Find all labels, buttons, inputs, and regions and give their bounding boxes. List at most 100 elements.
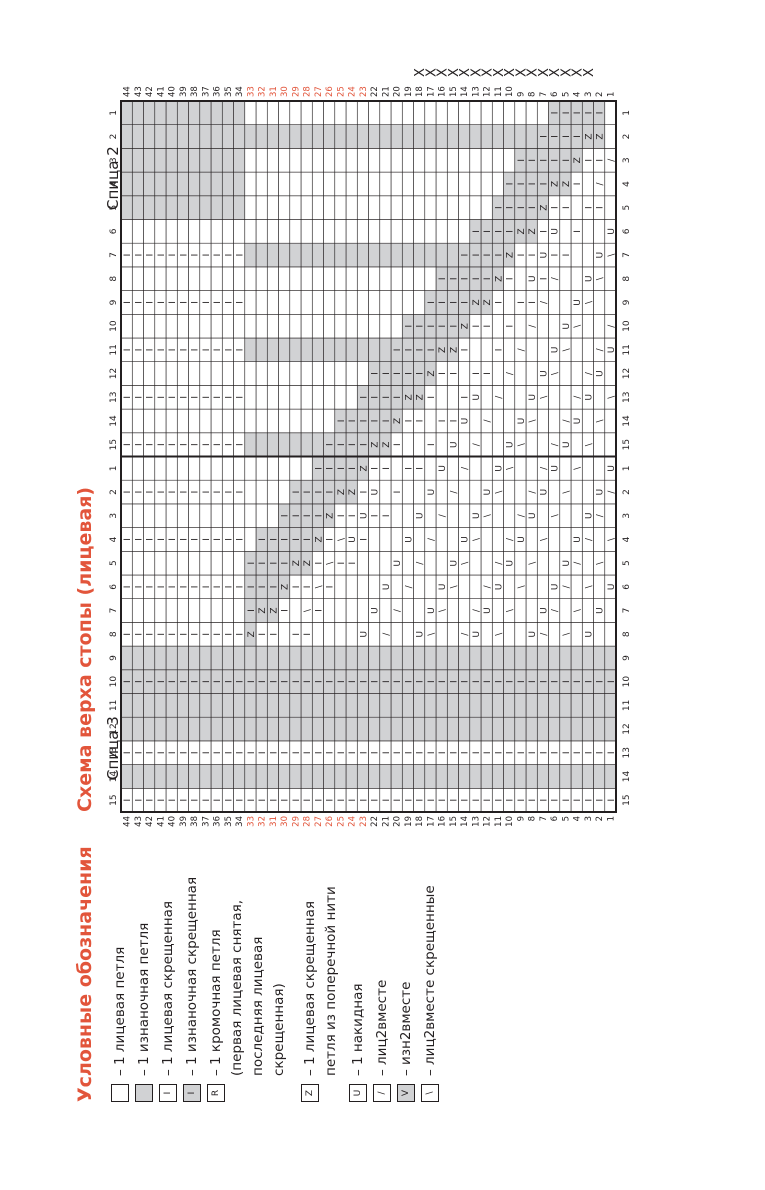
chart-cell — [154, 219, 167, 244]
chart-cell-symbol: Z — [359, 465, 369, 471]
chart-cell-symbol: I — [179, 491, 189, 494]
chart-cell-symbol: I — [146, 633, 156, 636]
chart-cell — [300, 100, 313, 125]
chart-cell — [401, 764, 414, 789]
chart-cell — [165, 195, 178, 220]
chart-cell — [266, 337, 279, 363]
chart-cell — [266, 479, 279, 505]
chart-cell — [356, 693, 369, 718]
chart-cell — [593, 219, 606, 244]
chart-cell-symbol: I — [269, 680, 279, 683]
row-label-right: 15 — [449, 86, 459, 97]
chart-cell-symbol: I — [123, 799, 133, 802]
chart-cell — [548, 693, 561, 718]
chart-cell — [278, 290, 291, 315]
chart-cell-symbol: I — [562, 799, 572, 802]
chart-cell — [255, 266, 268, 291]
chart-cell-symbol: I — [213, 349, 223, 352]
chart-cell — [323, 313, 336, 339]
chart-cell — [154, 195, 167, 220]
chart-cell — [255, 432, 268, 457]
chart-cell-symbol: U — [416, 512, 426, 519]
col-label-top: 6 — [109, 228, 119, 234]
chart-cell — [323, 764, 336, 789]
row-label-left: 7 — [539, 816, 549, 821]
chart-cell — [401, 432, 414, 457]
chart-cell — [458, 479, 471, 505]
chart-cell — [334, 290, 347, 315]
chart-cell — [424, 148, 437, 173]
chart-cell-symbol: I — [483, 372, 493, 375]
chart-cell — [503, 479, 516, 505]
chart-cell — [424, 456, 437, 481]
chart-cell-symbol: I — [314, 562, 324, 565]
chart-cell-symbol: \ — [517, 584, 527, 588]
chart-cell-symbol: / — [607, 324, 617, 328]
chart-cell-symbol: I — [134, 396, 144, 399]
x-marker: X — [413, 68, 428, 77]
chart-cell — [525, 693, 538, 718]
chart-cell-symbol: I — [427, 301, 437, 304]
chart-cell-symbol: I — [191, 396, 201, 399]
chart-cell — [446, 456, 459, 481]
chart-cell — [345, 645, 358, 671]
chart-cell — [188, 219, 201, 244]
chart-cell — [289, 432, 302, 457]
chart-cell-symbol: I — [539, 159, 549, 162]
chart-cell — [581, 219, 594, 244]
chart-cell — [131, 361, 144, 386]
chart-cell — [368, 290, 381, 315]
chart-cell-symbol: I — [213, 799, 223, 802]
chart-cell — [368, 622, 381, 647]
chart-cell-symbol: I — [427, 680, 437, 683]
chart-cell-symbol: U — [404, 536, 414, 543]
chart-cell — [300, 693, 313, 718]
chart-cell — [143, 456, 156, 481]
chart-cell — [604, 503, 617, 528]
chart-cell — [593, 290, 606, 315]
chart-cell — [210, 408, 223, 434]
chart-cell — [334, 313, 347, 339]
chart-cell-symbol: U — [528, 512, 538, 519]
chart-cell — [278, 361, 291, 386]
col-label-bottom: 7 — [622, 608, 632, 614]
chart-cell-symbol: I — [562, 135, 572, 138]
chart-cell — [255, 764, 268, 789]
row-label-left: 8 — [528, 816, 538, 821]
chart-cell — [413, 242, 426, 268]
chart-cell — [323, 266, 336, 291]
chart-cell — [311, 195, 324, 220]
chart-cell — [356, 195, 369, 220]
chart-cell-symbol: I — [292, 680, 302, 683]
chart-cell-symbol: Z — [292, 560, 302, 566]
chart-cell-symbol: U — [607, 465, 617, 472]
chart-cell — [289, 219, 302, 244]
chart-cell — [188, 195, 201, 220]
chart-cell — [176, 550, 189, 576]
chart-cell-symbol: U — [562, 441, 572, 448]
chart-cell-symbol: I — [202, 301, 212, 304]
chart-cell — [311, 645, 324, 671]
chart-cell-symbol: U — [539, 252, 549, 259]
row-label-left: 14 — [460, 816, 470, 827]
chart-cell — [278, 195, 291, 220]
row-label-left: 29 — [291, 816, 301, 827]
chart-cell — [604, 693, 617, 718]
chart-cell-symbol: I — [382, 680, 392, 683]
chart-cell-symbol: \ — [607, 253, 617, 257]
row-label-left: 26 — [325, 816, 335, 827]
chart-cell — [581, 242, 594, 268]
chart-cell — [188, 313, 201, 339]
chart-cell — [356, 219, 369, 244]
chart-cell-symbol: I — [326, 491, 336, 494]
chart-cell-symbol: I — [551, 799, 561, 802]
chart-cell — [390, 242, 403, 268]
chart-cell — [368, 550, 381, 576]
chart-cell — [154, 693, 167, 718]
chart-cell-symbol: I — [607, 680, 617, 683]
row-label-right: 3 — [584, 92, 594, 97]
row-label-left: 2 — [595, 816, 605, 821]
chart-cell-symbol: \ — [584, 584, 594, 588]
chart-cell — [368, 100, 381, 125]
